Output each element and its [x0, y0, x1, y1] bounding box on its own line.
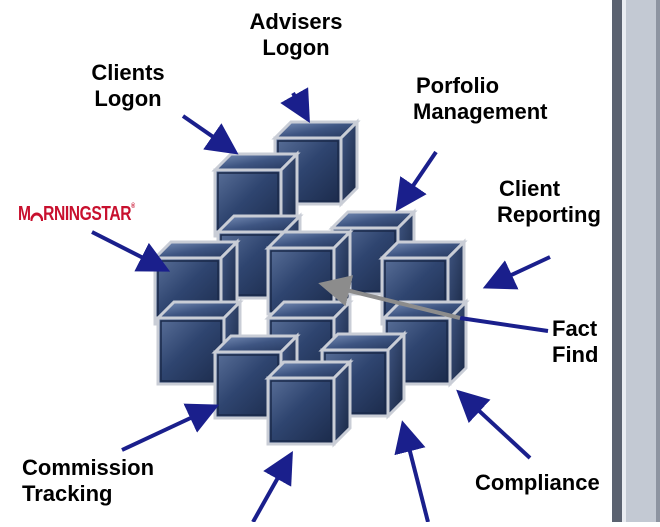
arrow-compliance	[456, 389, 532, 460]
label-compliance: Compliance	[475, 470, 600, 495]
registered-mark: ®	[131, 203, 135, 210]
label-commission-tracking-line1: Commission	[22, 455, 155, 480]
label-advisers-logon-line2: Logon	[262, 35, 330, 60]
label-client-reporting: Client Reporting	[497, 176, 601, 228]
arrow-group	[91, 87, 551, 522]
label-advisers-logon: Advisers Logon	[236, 9, 356, 61]
label-advisers-logon-line1: Advisers	[249, 9, 343, 34]
cube-side-face	[332, 358, 352, 448]
label-portfolio-management: Porfolio Management	[413, 73, 547, 125]
label-fact-find-line1: Fact	[552, 316, 598, 341]
label-portfolio-management-line2: Management	[413, 99, 548, 124]
side-bar	[612, 0, 660, 522]
label-portfolio-management-line1: Porfolio	[416, 73, 500, 98]
morningstar-logo-text: RNINGSTAR	[43, 203, 132, 225]
morningstar-logo-m: M	[18, 203, 31, 225]
label-commission-tracking-line2: Tracking	[22, 481, 113, 506]
cube	[264, 358, 354, 448]
arrow-clients-logon	[181, 114, 239, 155]
label-client-reporting-line2: Reporting	[497, 202, 601, 227]
label-clients-logon-line1: Clients	[91, 60, 165, 85]
label-fact-find: Fact Find	[552, 316, 598, 368]
morningstar-logo: M RNINGSTAR®	[18, 203, 135, 226]
arrow-client-reporting	[482, 255, 551, 290]
arrow-fact-find-inner	[318, 275, 461, 320]
cube-inner-edge	[270, 380, 332, 442]
arrow-bottom-right	[394, 420, 430, 522]
cube-front-face	[266, 376, 336, 446]
arrow-commission-tracking	[121, 403, 220, 452]
cube-side-face	[339, 118, 359, 208]
arrow-bottom-left	[251, 451, 293, 522]
sunrise-icon	[30, 204, 44, 222]
arrow-portfolio-management	[395, 150, 438, 212]
label-clients-logon: Clients Logon	[80, 60, 176, 112]
label-commission-tracking: Commission Tracking	[22, 455, 154, 507]
label-fact-find-line2: Find	[552, 342, 599, 367]
arrow-advisers-logon	[280, 87, 310, 123]
label-client-reporting-line1: Client	[499, 176, 561, 201]
label-clients-logon-line2: Logon	[94, 86, 162, 111]
arrow-fact-find-outer	[459, 316, 549, 333]
cube-side-face	[386, 330, 406, 420]
arrow-morningstar	[91, 230, 171, 272]
cube-stack	[151, 118, 470, 448]
